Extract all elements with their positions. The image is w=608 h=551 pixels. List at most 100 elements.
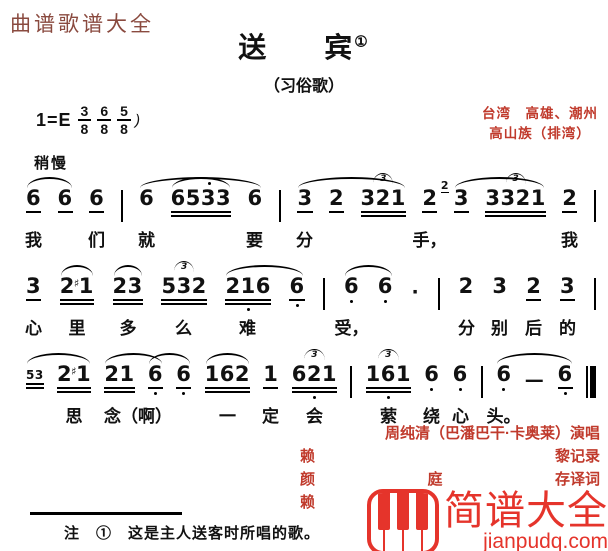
credit-name: 颜	[300, 471, 316, 488]
barline	[593, 190, 596, 222]
note: 6	[147, 364, 163, 395]
note: 2	[329, 188, 345, 213]
note: 23	[112, 276, 143, 305]
title-left: 送	[238, 32, 269, 63]
note: 6	[424, 364, 439, 391]
barline	[279, 190, 282, 222]
origin-place: 台湾 高雄、潮州	[482, 106, 598, 121]
triplet-mark: 3	[304, 349, 325, 360]
note: 1	[263, 364, 279, 389]
lyric: 分	[458, 319, 475, 338]
note: —	[524, 369, 545, 391]
site-logo-link[interactable]: 简谱大全 jianpudq.com	[363, 489, 608, 551]
lyric: 心	[452, 407, 469, 426]
slur	[455, 177, 544, 188]
credit-name: 赖	[300, 494, 316, 511]
note: 3	[297, 188, 313, 213]
slur	[345, 265, 392, 276]
slur	[105, 353, 162, 364]
lyric: 会	[306, 407, 323, 426]
lyric: 心	[25, 319, 42, 338]
lyric: 就	[138, 231, 155, 250]
lyric: 念（啊）	[104, 407, 172, 426]
piano-key	[416, 493, 428, 551]
note: 2	[422, 188, 438, 213]
piano-key	[378, 493, 390, 551]
credit-row: 赖 黎记录	[280, 445, 600, 468]
barline	[350, 366, 353, 398]
triplet-mark: 3	[378, 349, 399, 360]
lyric: 我	[25, 231, 42, 250]
lyric: 多	[119, 319, 137, 338]
origin-region: 台湾 高雄、潮州 高山族（排湾）	[482, 104, 598, 145]
piano-keys-icon	[367, 489, 439, 551]
lyric: 萦	[380, 407, 397, 426]
note: 2♯1	[59, 276, 94, 305]
lyric: 绕	[423, 407, 440, 426]
credit-row: 颜 庭 存译词	[280, 468, 600, 491]
logo-domain: jianpudq.com	[483, 530, 608, 551]
piano-key	[397, 493, 409, 551]
credit-role: 黎记录	[554, 448, 600, 465]
note: 6533	[170, 182, 232, 217]
note: 6	[57, 188, 73, 213]
slur	[226, 265, 303, 276]
origin-ethnic-group: 高山族（排湾）	[489, 126, 591, 142]
credit-name: 赖	[300, 448, 316, 465]
song-title: 送宾①	[0, 26, 608, 66]
note: 3	[560, 276, 576, 301]
tempo-marking: 稍慢	[34, 155, 69, 172]
grace-note: 53	[26, 369, 44, 389]
note: 6	[557, 364, 573, 395]
barline	[437, 278, 440, 310]
lyric: 么	[175, 319, 192, 338]
barline	[323, 278, 326, 310]
note: 216	[225, 276, 271, 311]
lyric: 一	[219, 407, 236, 426]
note: 6	[453, 364, 468, 391]
credit-role: 存译词	[554, 471, 600, 488]
performer-credit: 周纯清（巴潘巴干·卡奥莱）演唱	[385, 425, 600, 442]
note: 6	[289, 276, 305, 307]
slur	[497, 353, 572, 364]
lyric: 定	[262, 407, 279, 426]
slur	[172, 177, 230, 188]
note: 162	[204, 364, 251, 393]
footnote-text: 注 ① 这是主人送客时所唱的歌。	[64, 525, 321, 542]
lyric: 难	[239, 319, 256, 338]
barline	[593, 278, 596, 310]
lyric: 们	[88, 231, 105, 250]
lyric: 思	[65, 407, 83, 426]
lyric: 分	[296, 231, 313, 250]
barline	[120, 190, 123, 222]
triplet-mark: 3	[173, 261, 195, 272]
note: 21	[104, 364, 135, 393]
key-label: 1=E	[36, 109, 72, 130]
note: 6	[496, 364, 511, 391]
final-barline	[585, 366, 596, 398]
site-banner-link[interactable]: 曲谱歌谱大全	[10, 13, 154, 36]
note: 6	[378, 276, 393, 303]
note: 2	[526, 276, 542, 301]
slur	[61, 265, 93, 276]
credit-row: 赖	[280, 491, 600, 514]
barline	[481, 366, 484, 398]
logo-text: 简谱大全 jianpudq.com	[444, 491, 608, 551]
lyric: 头。	[486, 407, 521, 426]
lyric: 受，	[334, 319, 369, 338]
note: 2♯1	[56, 364, 92, 393]
lyric: 别	[491, 319, 508, 338]
grace-note: 2	[440, 179, 449, 193]
note: 2	[458, 274, 474, 298]
note: 6	[176, 364, 192, 395]
